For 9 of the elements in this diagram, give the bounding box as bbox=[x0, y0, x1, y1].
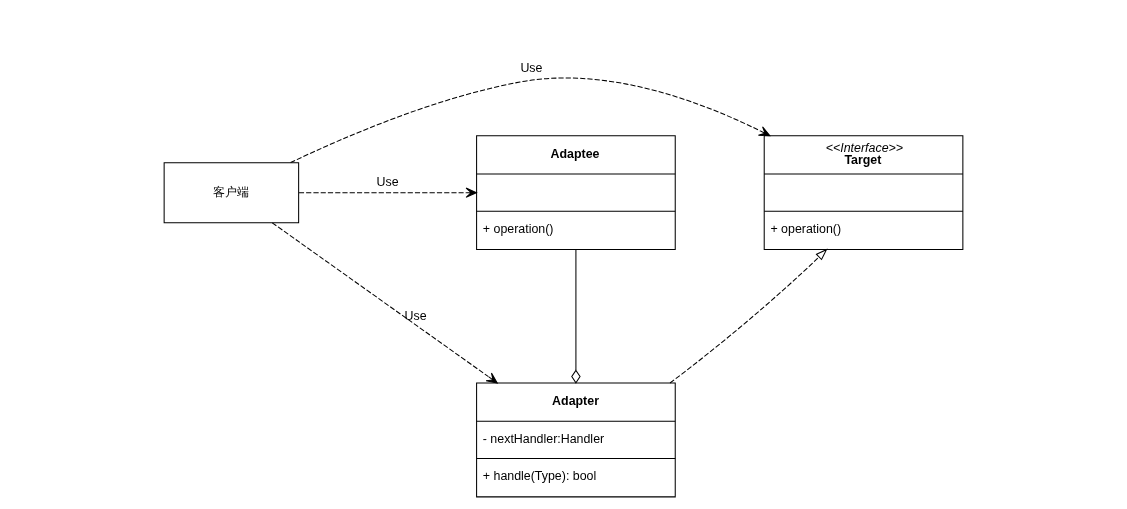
edge-label: Use bbox=[404, 308, 427, 323]
connector bbox=[571, 249, 581, 384]
arrow bbox=[298, 187, 477, 198]
edge-label: Use bbox=[520, 61, 543, 76]
arrow bbox=[271, 222, 498, 384]
arrow bbox=[669, 248, 828, 384]
arrow bbox=[290, 77, 771, 164]
node-box: 客户端 bbox=[163, 162, 300, 224]
edge-label: Use bbox=[376, 175, 399, 190]
